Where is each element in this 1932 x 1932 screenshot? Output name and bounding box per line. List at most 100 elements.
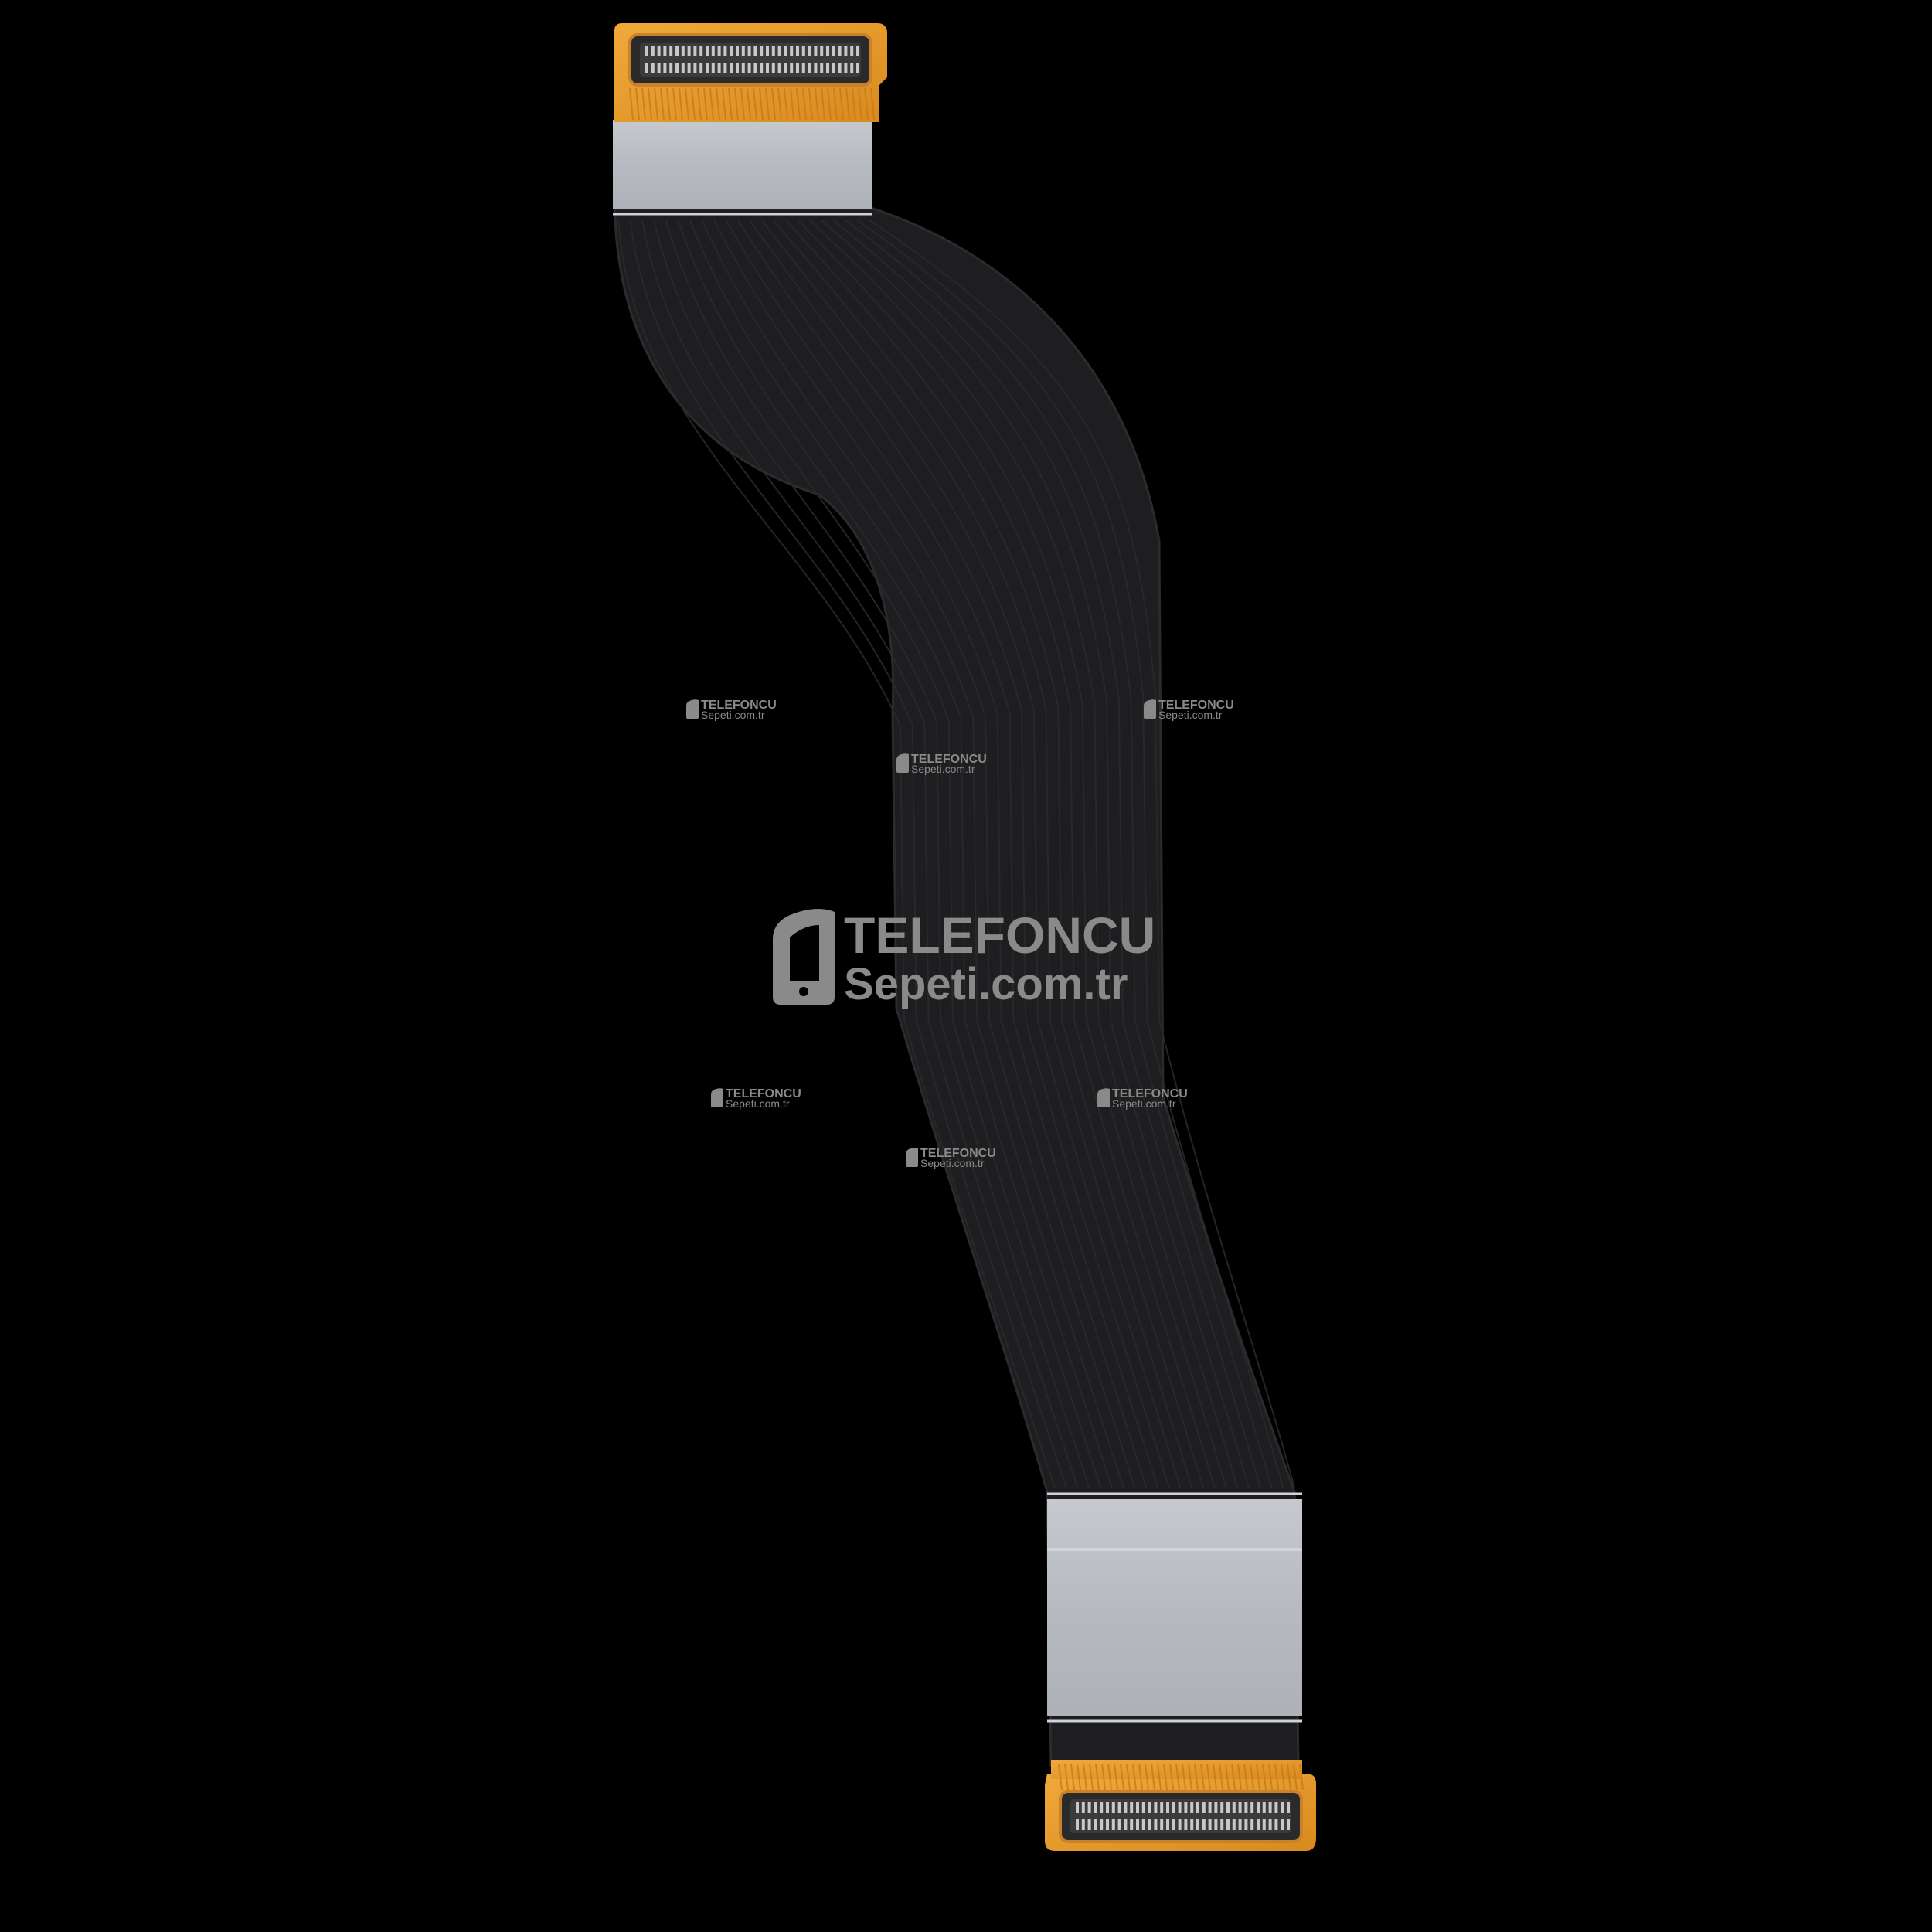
connector-pin [760,46,764,56]
connector-pin [1184,1802,1188,1813]
connector-pin [1238,1802,1242,1813]
connector-pin [832,46,835,56]
pcb-trace [703,87,708,121]
pcb-trace [679,87,683,121]
connector-pin [838,46,842,56]
pcb-trace [1132,1763,1137,1791]
connector-pin [1287,1819,1290,1830]
connector-pin [1160,1819,1164,1830]
connector-pin [651,46,655,56]
pcb-trace [734,87,739,121]
connector-pin [1208,1819,1212,1830]
connector-pin [1287,1802,1290,1813]
flex-cable-body [613,207,1300,1767]
connector-pin [1196,1802,1199,1813]
connector-pin [693,46,697,56]
cable-trace-line [629,219,1067,1488]
cable-trace-line [808,219,1239,1488]
pcb-trace [858,87,862,121]
watermark-brand-line2: Sepeti.com.tr [701,709,765,721]
connector-pin [736,63,739,73]
connector-pin [1094,1802,1097,1813]
pcb-trace [1163,1763,1168,1791]
connector-pin [1208,1802,1212,1813]
connector-pin [801,63,805,73]
pcb-trace [1058,1763,1063,1791]
cable-trace-line [821,219,1250,1488]
pcb-trace [654,87,658,121]
connector-pin [771,63,775,73]
connector-pin [1268,1819,1272,1830]
connector-pin [1281,1819,1284,1830]
pcb-trace [1107,1763,1112,1791]
connector-pin [796,63,799,73]
connector-pin [663,63,667,73]
pcb-trace [1194,1763,1199,1791]
connector-pin [1220,1802,1224,1813]
pcb-trace [784,87,788,121]
pcb-trace [722,87,726,121]
pcb-trace [709,87,714,121]
connector-pin [850,46,854,56]
phone-leaf-icon [1144,699,1156,719]
pcb-trace [1256,1763,1260,1791]
connector-pin [1184,1819,1188,1830]
connector-pin [1081,1802,1085,1813]
connector-pin [730,46,733,56]
connector-pin [706,63,709,73]
pcb-trace [1293,1763,1298,1791]
pcb-trace [1151,1763,1155,1791]
connector-pin [1136,1802,1139,1813]
pcb-trace [1114,1763,1118,1791]
connector-pin [777,63,781,73]
pcb-trace [1281,1763,1285,1791]
pcb-trace [808,87,813,121]
pcb-trace [753,87,757,121]
cable-trace-line [773,219,1204,1488]
connector-pin [693,63,697,73]
connector-pin [801,46,805,56]
connector-pin [808,46,811,56]
connector-pin [1111,1802,1115,1813]
watermark-brand-line2: Sepeti.com.tr [1158,709,1223,721]
connector-pin [1094,1819,1097,1830]
pcb-trace [827,87,832,121]
pcb-trace [864,87,869,121]
phone-leaf-icon [1097,1088,1110,1107]
connector-pin [1166,1819,1169,1830]
pcb-trace [821,87,825,121]
connector-pin [766,46,769,56]
watermark-brand-line1: TELEFONCU [701,699,777,712]
connector-pin [784,46,787,56]
connector-pin [741,63,745,73]
connector-pin [669,46,673,56]
connector-pin [1172,1819,1175,1830]
pcb-trace [1145,1763,1149,1791]
connector-pin [645,46,648,56]
watermark-brand-line1: TELEFONCU [726,1087,801,1100]
pcb-trace [1287,1763,1291,1791]
connector-pin [1196,1819,1199,1830]
connector-pin [1154,1819,1158,1830]
watermark-brand-line1: TELEFONCU [1158,699,1234,712]
cable-trace-line [713,219,1148,1488]
connector-pin [760,63,764,73]
connector-pin [1190,1819,1194,1830]
connector-pin [681,63,685,73]
pcb-trace [747,87,751,121]
phone-leaf-icon [686,699,699,719]
connector-pin [1136,1819,1139,1830]
cable-trace-line [797,219,1227,1488]
connector-pin [790,63,794,73]
connector-pin [1117,1819,1121,1830]
cable-trace-line [689,219,1124,1488]
connector-pin [706,46,709,56]
connector-pin [826,46,829,56]
pcb-trace [1101,1763,1106,1791]
connector-pin [832,63,835,73]
top-pcb-traces [629,87,875,121]
connector-pin [1274,1819,1278,1830]
phone-leaf-icon [906,1148,918,1167]
connector-pin [1166,1802,1169,1813]
